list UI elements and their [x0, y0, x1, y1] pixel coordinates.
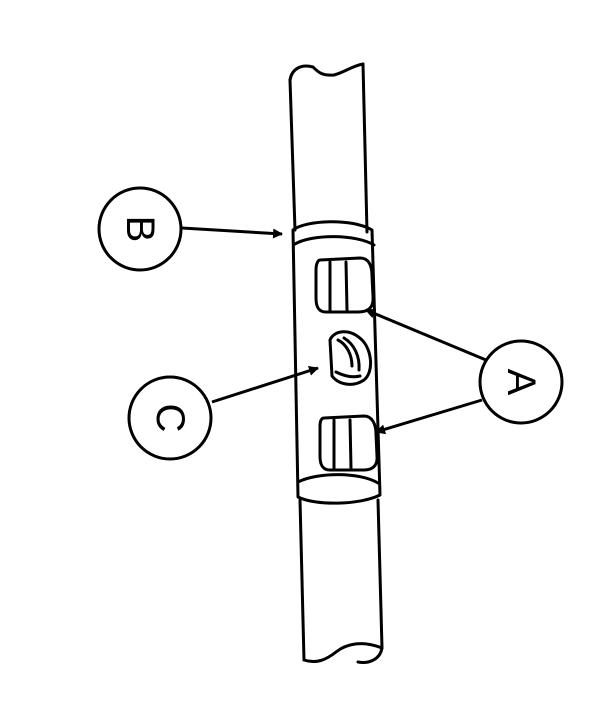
callout-b-circle: [97, 186, 183, 272]
leader-lines: [181, 226, 487, 435]
leader-arrow-b: [181, 226, 283, 239]
shaft-lower-right-edge: [376, 498, 384, 650]
shaft: [288, 62, 384, 664]
upper-slot: [314, 256, 375, 314]
leader-arrow-c: [211, 365, 319, 404]
callout-c: C: [127, 375, 213, 461]
callout-a: A: [478, 339, 564, 425]
sleeve-outline: [291, 220, 382, 505]
lower-slot: [318, 414, 379, 472]
shaft-top-cut-end: [288, 62, 365, 82]
leader-arrow-a-lower: [375, 398, 483, 435]
callout-c-label: C: [148, 404, 192, 433]
callout-a-label: A: [499, 369, 543, 396]
leader-arrow-a-upper: [365, 308, 487, 362]
shaft-bottom-cut-end: [302, 642, 384, 664]
callout-b-label: B: [118, 216, 162, 243]
sleeve-bottom-band: [296, 473, 380, 485]
middle-groove: [328, 330, 372, 386]
shaft-upper-left-edge: [288, 78, 297, 232]
sleeve-top-band: [293, 235, 376, 247]
callout-a-circle: [478, 339, 564, 425]
shaft-lower-left-edge: [298, 498, 306, 662]
shaft-upper-right-edge: [361, 62, 369, 234]
callout-b: B: [97, 186, 183, 272]
callout-c-circle: [127, 375, 213, 461]
